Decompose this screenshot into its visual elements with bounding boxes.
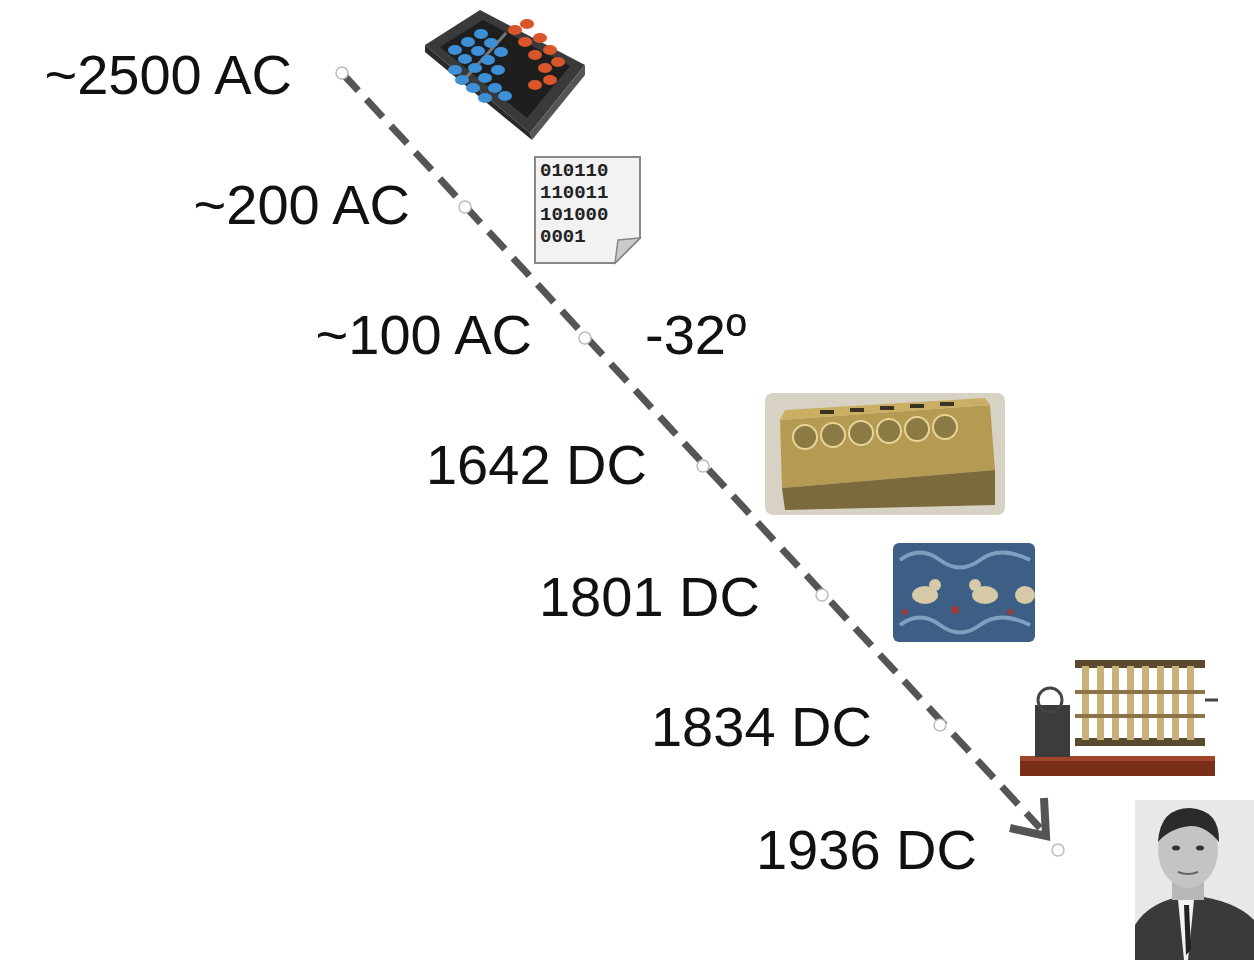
turing-portrait-photo [1135,800,1254,960]
difference-engine-photo [1020,660,1218,776]
binary-digits: 010110 [540,160,608,182]
temperature-label: -32º [645,303,746,367]
binary-digits: 0001 [540,226,586,248]
date-label: 1801 DC [539,565,760,629]
binary-digits: 110011 [540,182,608,204]
pascaline-photo [765,393,1005,515]
date-label: 1936 DC [756,818,977,882]
date-label: ~100 AC [316,303,532,367]
timeline-arrow [342,73,1046,836]
binary-file-icon [535,157,640,263]
date-label: ~200 AC [194,173,410,237]
binary-digits: 101000 [540,204,608,226]
date-label: 1642 DC [426,433,647,497]
abacus-icon [425,10,585,140]
timeline-dots [336,67,1064,856]
jacquard-textile-photo [893,543,1035,642]
date-label: ~2500 AC [44,43,292,107]
date-label: 1834 DC [651,695,872,759]
